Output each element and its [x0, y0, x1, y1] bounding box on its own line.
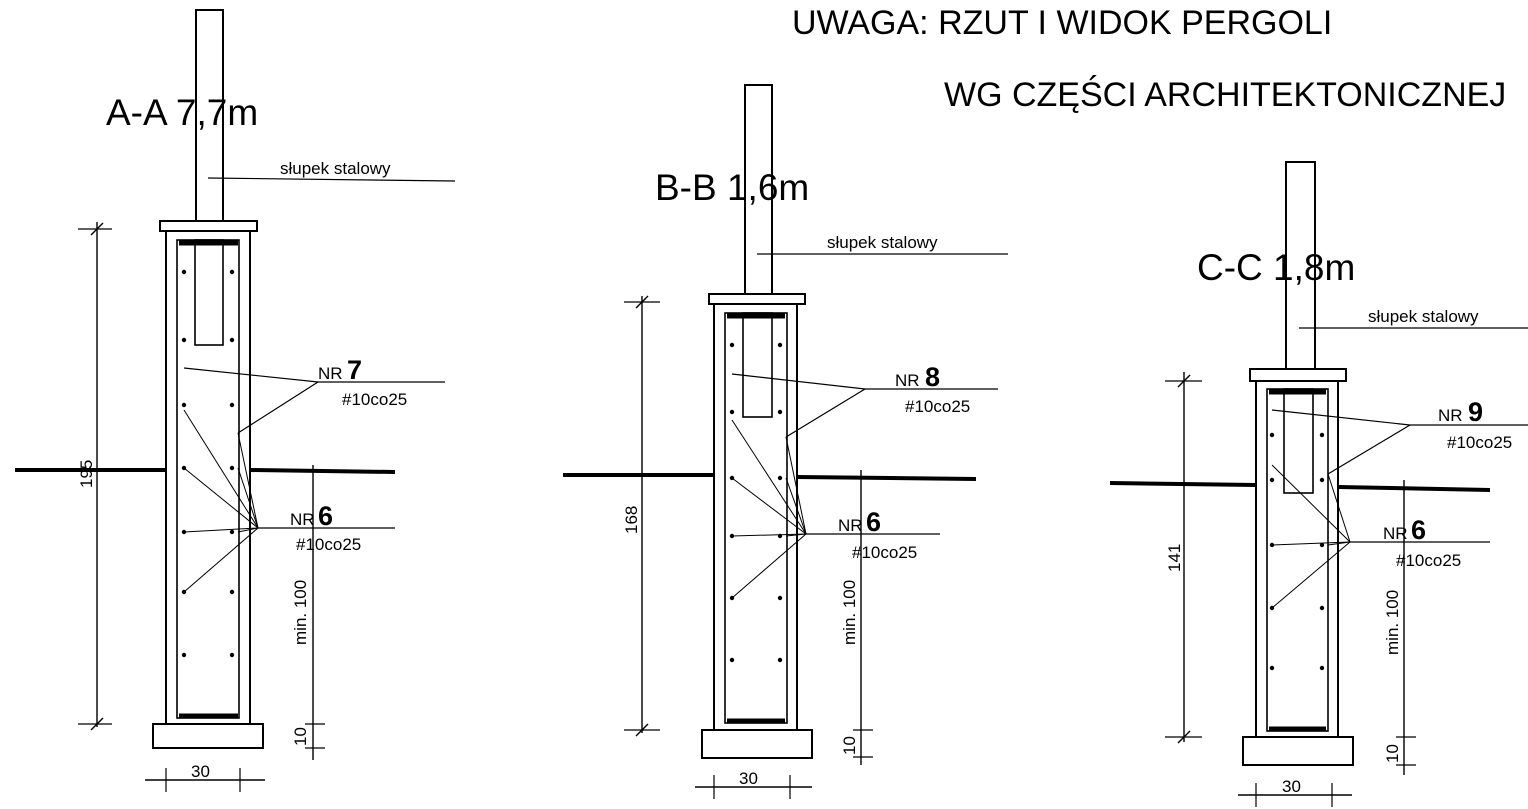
section-a-rebar-upper-num: 7: [347, 355, 362, 385]
section-c-height-dim: 141: [1165, 544, 1184, 572]
section-a: [15, 9, 456, 792]
section-b-rebar-upper-spec: #10co25: [905, 397, 970, 416]
section-b-top-plate: [708, 293, 806, 305]
section-c-rebar-upper-nr: NR: [1438, 406, 1463, 425]
section-a-height-dim: 195: [77, 460, 96, 488]
section-a-rebar-lower-num: 6: [318, 501, 333, 531]
section-c-rebar-dots: [1269, 432, 1325, 671]
section-c-post-label: słupek stalowy: [1368, 307, 1479, 326]
section-a-base-slab: [152, 723, 264, 749]
section-c-width-dim: 30: [1282, 777, 1301, 796]
section-a-rebar-lower-spec: #10co25: [296, 535, 361, 554]
section-a-rebar-cage: [176, 239, 240, 719]
section-b-ground-line-right: [796, 475, 977, 481]
section-c-embedded-post: [1283, 388, 1314, 494]
section-b-height-dim: 168: [622, 506, 641, 534]
section-b-rebar-dots: [729, 342, 783, 663]
section-c-rebar-upper-spec: #10co25: [1447, 433, 1512, 452]
section-c-top-plate: [1249, 368, 1347, 382]
section-c-rebar-cage: [1266, 388, 1329, 732]
section-a-post-label: słupek stalowy: [280, 159, 391, 178]
section-a-rebar-dots: [181, 269, 235, 658]
section-b-rebar-upper-num: 8: [925, 362, 940, 392]
section-c-base-dim: 10: [1383, 744, 1402, 763]
section-c-base-slab: [1242, 736, 1354, 766]
section-a-rebar-upper-spec: #10co25: [342, 390, 407, 409]
section-a-top-plate: [159, 220, 258, 232]
section-c-title: C-C 1,8m: [1197, 247, 1355, 288]
section-a-ground-line-right: [249, 468, 396, 474]
section-a-embedded-post: [194, 239, 224, 346]
section-c-rebar-lower-nr: NR: [1383, 524, 1408, 543]
section-b-title: B-B 1,6m: [655, 167, 809, 208]
section-a-rebar-lower-nr: NR: [290, 510, 315, 529]
section-c-steel-post: [1285, 161, 1316, 371]
section-b-embedded-post: [742, 312, 773, 418]
section-c-ground-line: [1109, 481, 1257, 487]
section-c-rebar-upper-leader: [1271, 409, 1528, 426]
section-b: [563, 84, 1008, 799]
section-b-post-label: słupek stalowy: [827, 233, 938, 252]
section-b-rebar-upper-nr: NR: [895, 371, 920, 390]
section-a-base-dim: 10: [291, 727, 310, 746]
section-b-foundation-body: [713, 303, 798, 731]
section-b-base-dim: 10: [840, 736, 859, 755]
section-a-depth-dim: min. 100: [291, 580, 310, 645]
section-b-rebar-lower-nr: NR: [838, 516, 863, 535]
section-c-rebar-upper-num: 9: [1468, 397, 1483, 427]
section-a-rebar-upper-nr: NR: [318, 364, 343, 383]
section-c-depth-dim: min. 100: [1383, 590, 1402, 655]
section-a-width-dim: 30: [191, 762, 210, 781]
section-c-foundation-body: [1255, 380, 1339, 738]
section-a-rebar-upper-leader: [183, 367, 445, 383]
section-b-depth-dim: min. 100: [840, 580, 859, 645]
note-line-2: WG CZĘŚCI ARCHITEKTONICZNEJ: [944, 75, 1506, 114]
section-a-title: A-A 7,7m: [106, 92, 258, 133]
section-c: [1109, 161, 1528, 807]
section-a-foundation-body: [165, 230, 251, 725]
section-b-base-slab: [701, 729, 813, 759]
section-c-rebar-lower-num: 6: [1411, 515, 1426, 545]
note-line-1: UWAGA: RZUT I WIDOK PERGOLI: [792, 4, 1332, 42]
section-b-width-dim: 30: [739, 769, 758, 788]
section-b-steel-post: [744, 84, 773, 296]
section-a-post-leader: [207, 177, 456, 182]
section-c-rebar-lower-spec: #10co25: [1396, 551, 1461, 570]
section-b-rebar-lower-num: 6: [866, 507, 881, 537]
section-b-rebar-lower-spec: #10co25: [852, 543, 917, 562]
section-c-ground-line-right: [1337, 485, 1491, 492]
